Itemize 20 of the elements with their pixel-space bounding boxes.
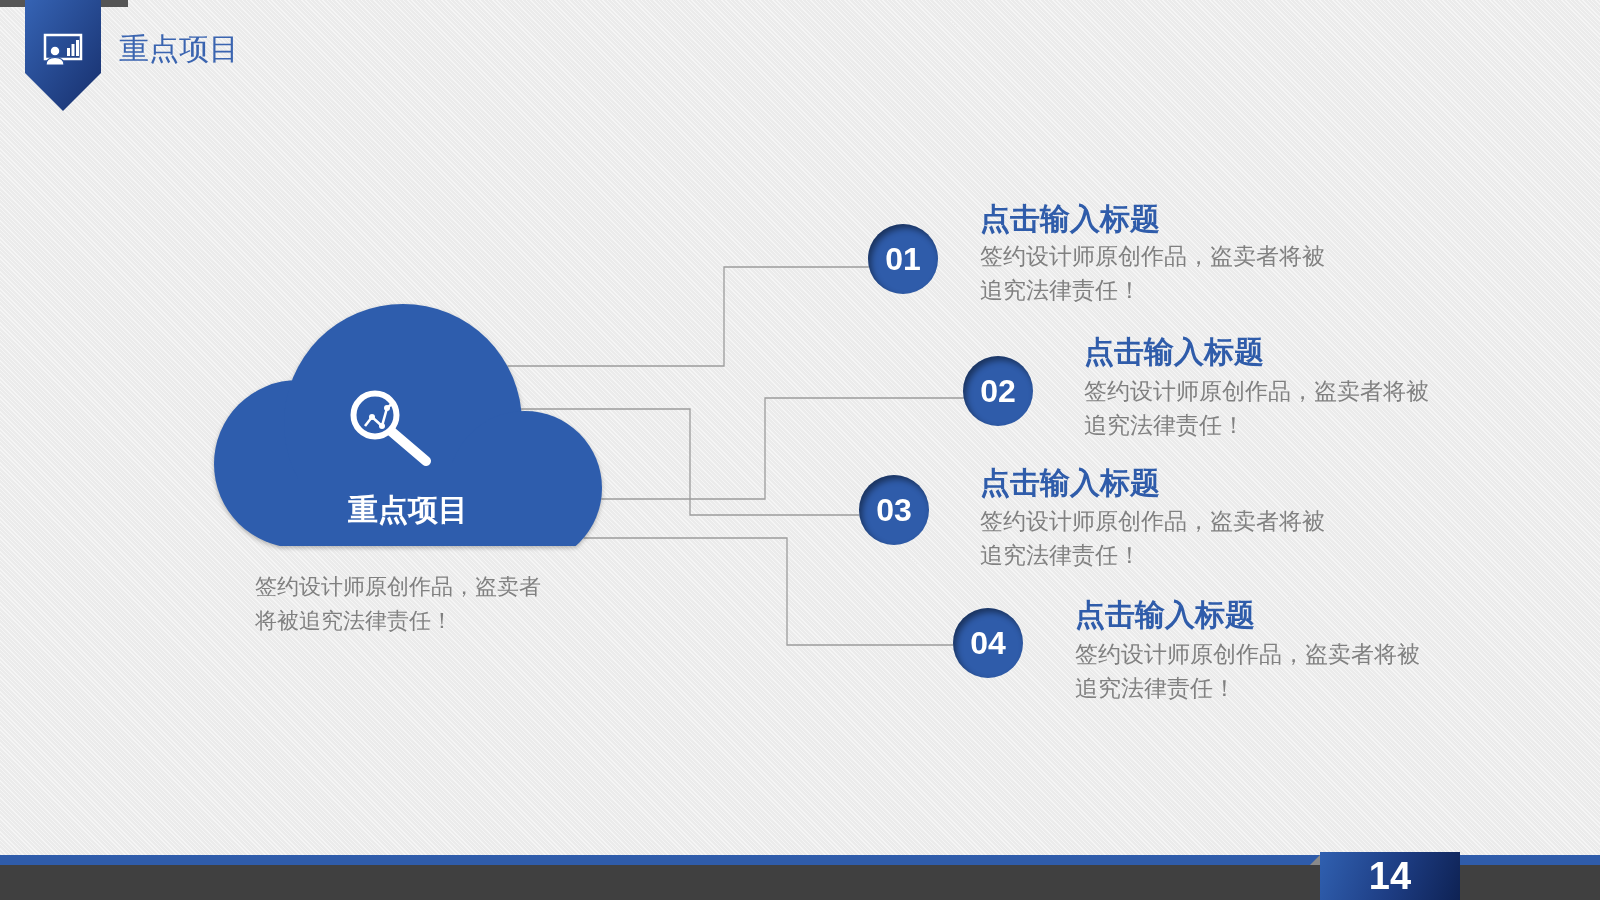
description-text: 签约设计师原创作品，盗卖者将被追究法律责任！ — [1084, 377, 1430, 440]
connector-line — [582, 537, 954, 646]
number-circle: 04 — [953, 608, 1023, 678]
item-heading: 点击输入标题 — [1084, 334, 1264, 370]
connector-line — [506, 266, 870, 367]
number-circle: 02 — [963, 356, 1033, 426]
description-text: 签约设计师原创作品，盗卖者将被追究法律责任！ — [255, 573, 542, 635]
connector-line — [600, 397, 965, 500]
description-text: 签约设计师原创作品，盗卖者将被追究法律责任！ — [980, 507, 1326, 570]
number-circle: 01 — [868, 224, 938, 294]
item-heading: 点击输入标题 — [1075, 597, 1255, 633]
page-title: 重点项目 — [119, 31, 239, 67]
item-heading: 点击输入标题 — [980, 465, 1160, 501]
connector-line — [520, 408, 861, 516]
item-heading: 点击输入标题 — [980, 201, 1160, 237]
page-number-tab: 14 — [1320, 852, 1460, 900]
description-text: 签约设计师原创作品，盗卖者将被追究法律责任！ — [980, 242, 1326, 305]
description-text: 签约设计师原创作品，盗卖者将被追究法律责任！ — [1075, 640, 1421, 703]
cloud-title: 重点项目 — [348, 492, 468, 528]
number-circle: 03 — [859, 475, 929, 545]
